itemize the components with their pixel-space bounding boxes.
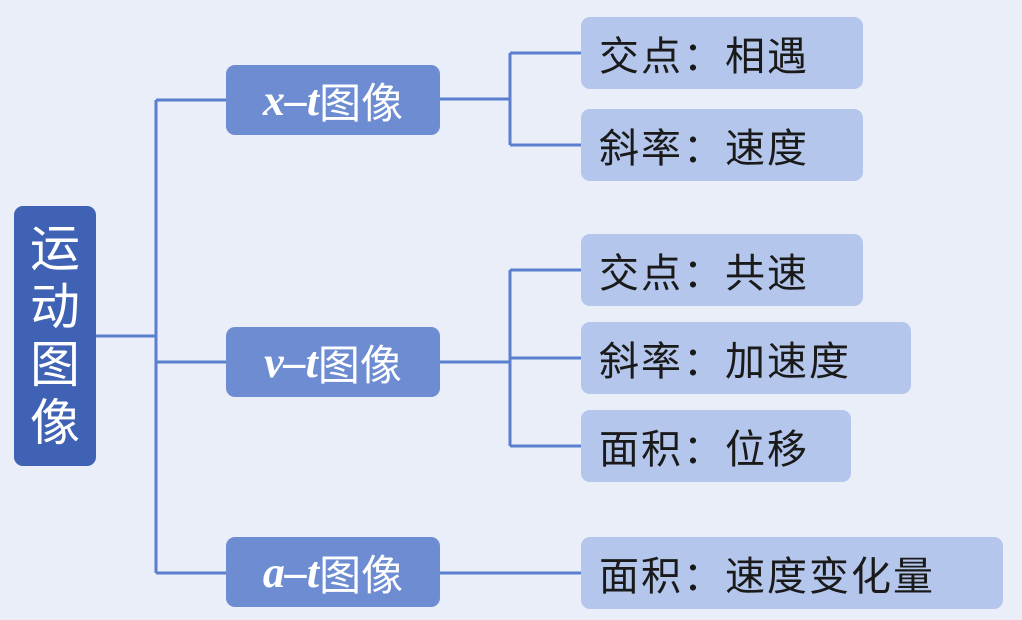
branch-word: 图像: [317, 340, 402, 390]
leaf-label: 面积：速度变化量: [599, 554, 935, 600]
root-char: 动: [30, 278, 80, 336]
leaf-label: 斜率：加速度: [599, 339, 851, 385]
root-char: 图: [30, 336, 80, 394]
leaf-label: 交点：相遇: [599, 34, 809, 80]
branch-word: 图像: [319, 550, 404, 600]
root-node-motion-graphs: 运 动 图 像: [14, 206, 96, 466]
branch-variable: a–t: [262, 547, 320, 597]
leaf-node-intersection-common-speed: 交点：共速: [581, 234, 863, 306]
leaf-label: 斜率：速度: [599, 126, 809, 172]
leaf-node-slope-acceleration: 斜率：加速度: [581, 322, 911, 394]
leaf-node-area-velocity-change: 面积：速度变化量: [581, 537, 1003, 609]
leaf-label: 面积：位移: [599, 427, 809, 473]
branch-word: 图像: [319, 78, 404, 128]
branch-variable: x–t: [262, 75, 320, 125]
leaf-node-slope-velocity: 斜率：速度: [581, 109, 863, 181]
leaf-label: 交点：共速: [599, 251, 809, 297]
leaf-node-intersection-meet: 交点：相遇: [581, 17, 863, 89]
branch-variable: v–t: [264, 337, 318, 387]
root-char: 像: [30, 394, 80, 452]
leaf-node-area-displacement: 面积：位移: [581, 410, 851, 482]
root-char: 运: [30, 220, 80, 278]
